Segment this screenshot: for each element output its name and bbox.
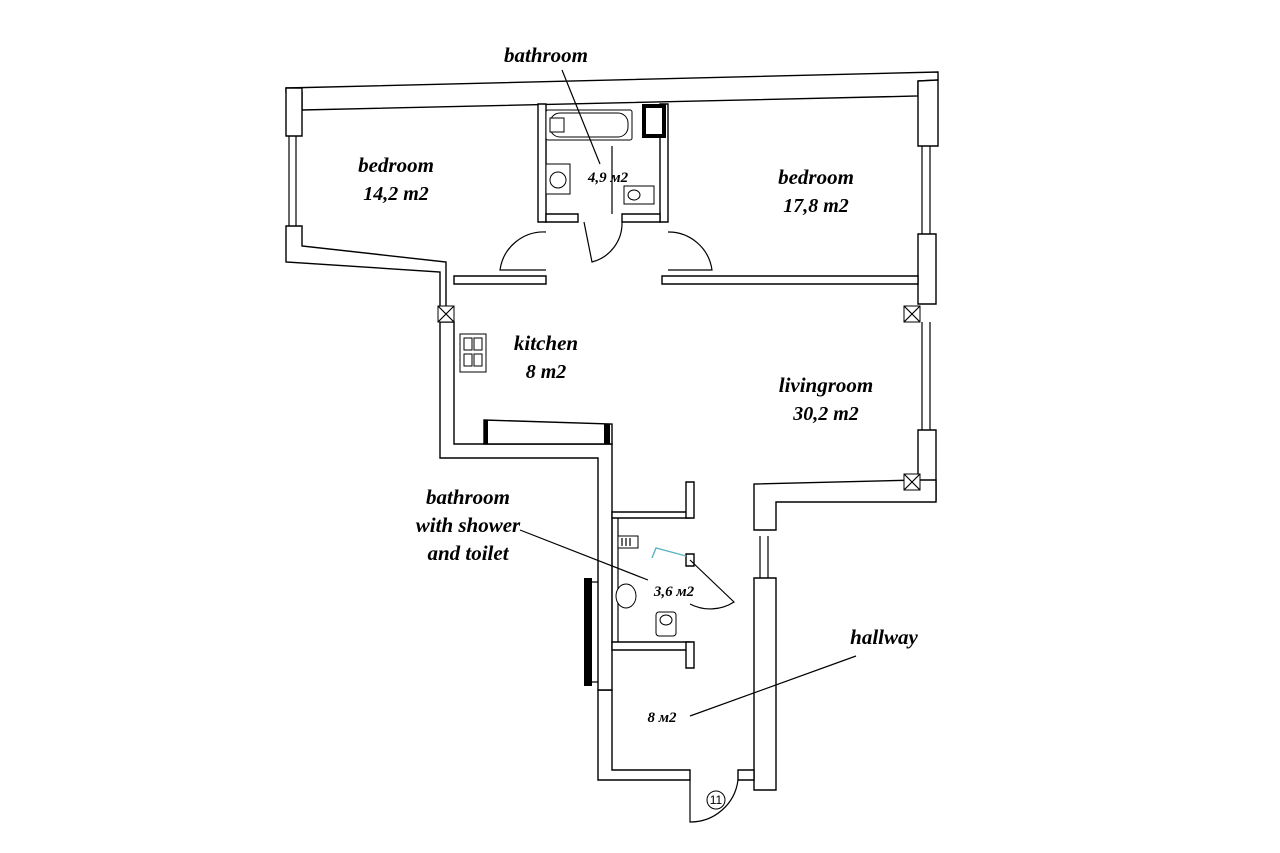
kitchen-label: kitchen bbox=[514, 331, 578, 355]
entrance-marker-number: 11 bbox=[710, 793, 723, 807]
bedroom-right-area: 17,8 m2 bbox=[783, 195, 849, 217]
hallway-label: hallway bbox=[850, 625, 918, 649]
interior-walls bbox=[453, 103, 919, 669]
shower-bathroom-label-line1: bathroom bbox=[426, 485, 510, 509]
bathroom-top-area: 4,9 м2 bbox=[587, 170, 629, 186]
room-labels: bathroom 4,9 м2 bedroom 14,2 m2 bedroom … bbox=[358, 43, 918, 726]
shower-bathroom-label-line2: with shower bbox=[416, 513, 521, 537]
shower-bathroom-label-line3: and toilet bbox=[427, 541, 509, 565]
exterior-walls bbox=[285, 71, 939, 791]
entrance-marker-circle bbox=[706, 790, 726, 810]
leader-lines bbox=[519, 69, 857, 717]
shower-bathroom-area: 3,6 м2 bbox=[653, 584, 695, 600]
hallway-area: 8 м2 bbox=[647, 710, 677, 726]
kitchen-area: 8 m2 bbox=[526, 361, 567, 383]
doors bbox=[499, 221, 739, 823]
bedroom-right-label: bedroom bbox=[778, 165, 854, 189]
livingroom-label: livingroom bbox=[779, 373, 874, 397]
livingroom-area: 30,2 m2 bbox=[792, 403, 859, 425]
bathroom-top-label: bathroom bbox=[504, 43, 588, 67]
fixtures bbox=[437, 109, 921, 637]
bedroom-left-area: 14,2 m2 bbox=[363, 183, 429, 205]
bedroom-left-label: bedroom bbox=[358, 153, 434, 177]
